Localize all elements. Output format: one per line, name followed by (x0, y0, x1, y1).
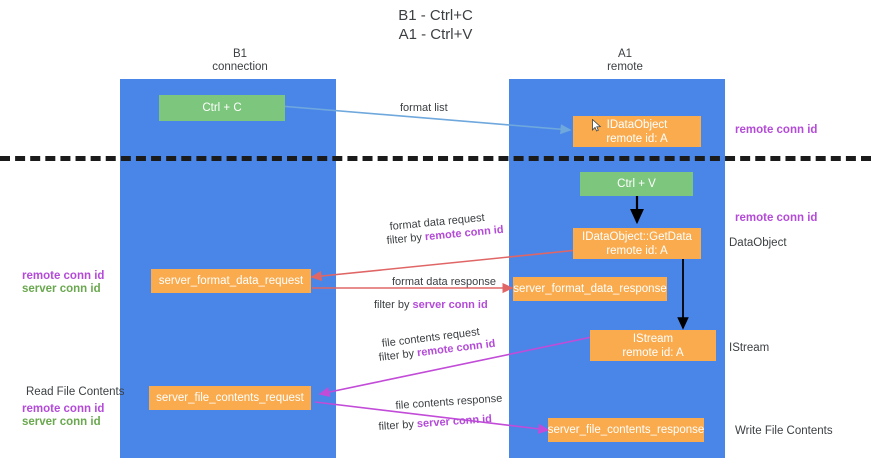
phase-divider (0, 156, 871, 161)
page-title: B1 - Ctrl+C A1 - Ctrl+V (0, 6, 871, 44)
node-ctrl-v-label: Ctrl + V (617, 178, 656, 190)
node-server-file-contents-request[interactable]: server_file_contents_request (149, 386, 311, 410)
node-getdata-sublabel: remote id: A (606, 244, 668, 257)
column-b1-subtitle: connection (212, 61, 268, 73)
annotation-istream: IStream (729, 342, 770, 354)
annotation-write-file-contents: Write File Contents (735, 425, 833, 437)
edge-label-file-contents-response: file contents response (395, 392, 503, 412)
node-server-file-contents-response[interactable]: server_file_contents_response (548, 418, 704, 442)
node-idataobject-label: IDataObject (606, 118, 668, 131)
filter-prefix-4: filter by (378, 418, 418, 433)
node-istream-label: IStream (632, 332, 674, 345)
node-ctrl-v[interactable]: Ctrl + V (580, 172, 693, 196)
node-getdata-label: IDataObject::GetData (582, 230, 692, 243)
node-server-file-contents-response-label: server_file_contents_response (547, 424, 705, 436)
annotation-left-remote-conn-id-2: remote conn id (22, 403, 105, 415)
node-idataobject-getdata[interactable]: IDataObject::GetData remote id: A (573, 228, 701, 259)
annotation-left-remote-conn-id: remote conn id (22, 270, 105, 282)
annotation-left-server-conn-id: server conn id (22, 283, 101, 295)
filter-key-server-conn-id-2: server conn id (416, 413, 493, 431)
annotation-remote-conn-id-top: remote conn id (735, 124, 818, 136)
column-header-b1: B1 connection (140, 48, 340, 74)
title-line-2: A1 - Ctrl+V (398, 26, 473, 43)
node-server-format-data-request-label: server_format_data_request (158, 275, 304, 287)
node-server-format-data-request[interactable]: server_format_data_request (151, 269, 311, 293)
node-server-format-data-response[interactable]: server_format_data_response (513, 277, 667, 301)
filter-prefix-3: filter by (378, 347, 418, 364)
column-a1-name: A1 (617, 48, 633, 60)
filter-prefix-2: filter by (374, 299, 413, 311)
node-istream[interactable]: IStream remote id: A (590, 330, 716, 361)
edge-label-format-list: format list (400, 102, 448, 114)
node-server-format-data-response-label: server_format_data_response (513, 283, 667, 295)
filter-key-server-conn-id-1: server conn id (412, 299, 488, 311)
filter-prefix-1: filter by (386, 231, 426, 247)
annotation-read-file-contents: Read File Contents (26, 386, 125, 398)
annotation-dataobject: DataObject (729, 237, 787, 249)
node-ctrl-c[interactable]: Ctrl + C (159, 95, 285, 121)
title-line-1: B1 - Ctrl+C (398, 7, 473, 24)
annotation-left-server-conn-id-2: server conn id (22, 416, 101, 428)
column-b1-name: B1 (232, 48, 248, 60)
edge-label-format-data-response: format data response (392, 276, 496, 288)
mouse-cursor-icon (592, 119, 602, 132)
column-a1-subtitle: remote (607, 61, 643, 73)
column-header-a1: A1 remote (525, 48, 725, 74)
node-idataobject-sublabel: remote id: A (606, 132, 668, 145)
edge-label-file-contents-response-filter: filter by server conn id (378, 412, 492, 434)
edge-label-format-data-response-filter: filter by server conn id (374, 298, 488, 312)
node-ctrl-c-label: Ctrl + C (202, 102, 242, 114)
node-server-file-contents-request-label: server_file_contents_request (156, 392, 304, 404)
annotation-remote-conn-id-mid: remote conn id (735, 212, 818, 224)
node-istream-sublabel: remote id: A (622, 346, 684, 359)
